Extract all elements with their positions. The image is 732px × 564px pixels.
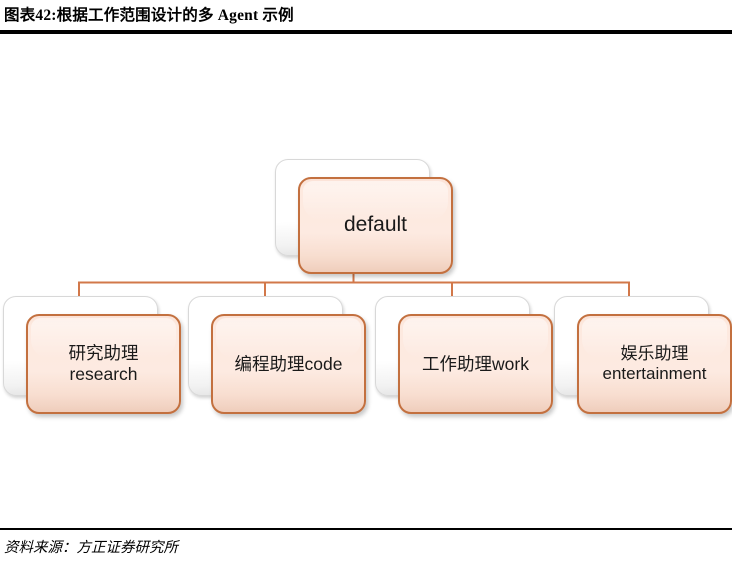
node-label: 娱乐助理 entertainment	[602, 343, 707, 383]
node-front-card[interactable]: 娱乐助理 entertainment	[577, 314, 732, 414]
node-entertainment[interactable]: 娱乐助理 entertainment	[554, 296, 732, 414]
connector-lines	[78, 274, 630, 314]
source-note: 资料来源：方正证券研究所	[4, 540, 178, 556]
node-front-card[interactable]: 工作助理work	[398, 314, 553, 414]
node-front-card[interactable]: default	[298, 177, 453, 274]
node-work[interactable]: 工作助理work	[375, 296, 553, 414]
node-label: default	[343, 213, 408, 237]
figure-title: 图表42:根据工作范围设计的多 Agent 示例	[4, 7, 294, 24]
node-code[interactable]: 编程助理code	[188, 296, 366, 414]
node-front-card[interactable]: 编程助理code	[211, 314, 366, 414]
title-divider	[0, 30, 732, 34]
node-research[interactable]: 研究助理 research	[3, 296, 181, 414]
source-divider	[0, 528, 732, 530]
diagram-canvas: default 研究助理 research 编程助理code 工作助理work …	[0, 34, 732, 528]
node-label: 研究助理 research	[68, 343, 139, 384]
node-label: 编程助理code	[234, 353, 343, 374]
node-default[interactable]: default	[275, 159, 453, 274]
node-front-card[interactable]: 研究助理 research	[26, 314, 181, 414]
node-label: 工作助理work	[422, 353, 529, 374]
